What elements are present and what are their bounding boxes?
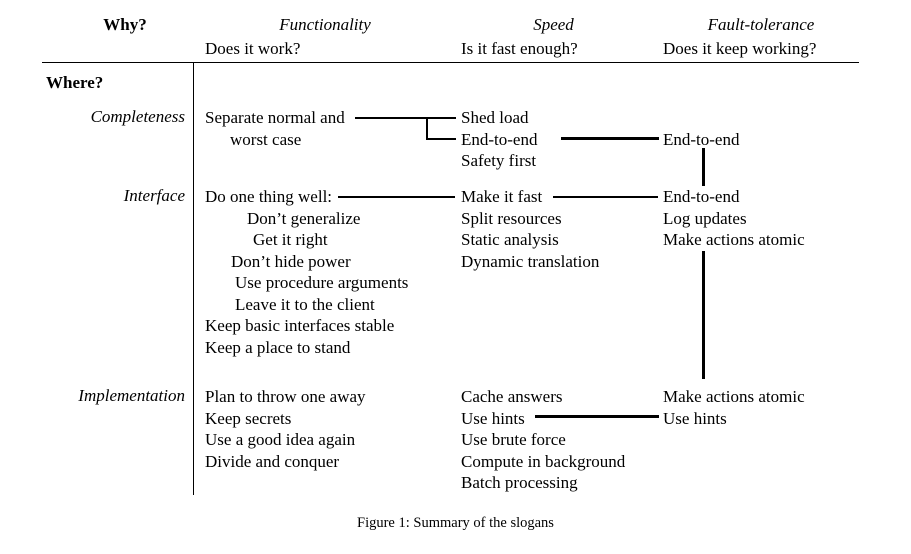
column-header-why: Why? [103,15,147,34]
list-item: End-to-end [663,129,740,149]
column-header-fault-tolerance: Fault-tolerance [707,15,815,34]
cell-completeness-speed: Shed load End-to-end Safety first [461,107,537,172]
connector-do-one-thing-well-to-make-it-fast [338,196,455,198]
list-item: End-to-end [663,187,740,206]
cell-implementation-fault-tolerance: Make actions atomic Use hints [663,386,805,429]
list-item: Keep basic interfaces stable [205,316,395,335]
column-header-speed: Speed [533,15,574,34]
list-item: Dynamic translation [461,251,600,271]
connector-ft-endtoend-vertical [702,148,705,186]
connector-ft-make-actions-atomic-vertical [702,251,705,379]
list-item: Make actions atomic [663,230,805,249]
list-item: Split resources [461,208,562,228]
connector-make-it-fast-to-ft-endtoend [553,196,658,198]
cell-interface-speed: Make it fast Split resources Static anal… [461,186,599,272]
list-item: End-to-end [461,129,538,149]
connector-separate-normal-horizontal-top [355,117,427,119]
list-item: Divide and conquer [205,451,340,471]
list-item: Separate normal and [205,108,345,127]
figure-caption: Figure 1: Summary of the slogans [357,515,554,531]
list-item: Leave it to the client [235,294,375,314]
row-label-interface: Interface [123,186,185,205]
column-divider-rule [193,62,194,495]
list-item: Compute in background [461,451,626,471]
cell-interface-fault-tolerance: End-to-end Log updates Make actions atom… [663,186,805,251]
list-item: Don’t hide power [231,251,351,271]
connector-use-hints-to-ft-use-hints [535,415,659,418]
list-item: Plan to throw one away [205,387,366,406]
list-item: Use hints [461,408,525,428]
list-item: Shed load [461,108,529,127]
list-item: Make actions atomic [663,387,805,406]
corner-label-where: Where? [46,73,104,92]
list-item: Do one thing well: [205,187,333,206]
cell-completeness-fault-tolerance: End-to-end [663,129,739,151]
list-item: Static analysis [461,230,559,249]
cell-implementation-functionality: Plan to throw one away Keep secrets Use … [205,386,366,472]
column-question-functionality: Does it work? [205,39,301,58]
list-item: Use hints [663,408,727,428]
list-item: Keep secrets [205,408,292,428]
list-item: Use a good idea again [205,430,356,449]
list-item: Keep a place to stand [205,337,351,357]
row-label-completeness: Completeness [90,107,185,126]
header-separator-rule [42,62,859,63]
connector-separate-normal-vertical [426,117,428,139]
cell-interface-functionality: Do one thing well: Don’t generalize Get … [205,186,408,358]
cell-implementation-speed: Cache answers Use hints Use brute force … [461,386,625,494]
list-item: worst case [230,129,302,149]
cell-completeness-functionality: Separate normal and worst case [205,107,445,150]
column-question-fault-tolerance: Does it keep working? [663,39,817,58]
list-item: Use procedure arguments [235,273,409,292]
list-item: Get it right [253,230,328,249]
list-item: Log updates [663,208,747,228]
list-item: Make it fast [461,187,543,206]
list-item: Use brute force [461,430,566,449]
connector-bracket-to-shed-load [426,117,456,119]
list-item: Batch processing [461,473,578,492]
connector-speed-endtoend-to-ft-endtoend [561,137,659,140]
list-item: Don’t generalize [247,208,361,228]
column-question-speed: Is it fast enough? [461,39,578,58]
list-item: Safety first [461,151,537,170]
connector-separate-normal-horizontal-bottom [426,138,456,140]
list-item: Cache answers [461,387,563,406]
row-label-implementation: Implementation [78,386,185,405]
column-header-functionality: Functionality [279,15,371,34]
